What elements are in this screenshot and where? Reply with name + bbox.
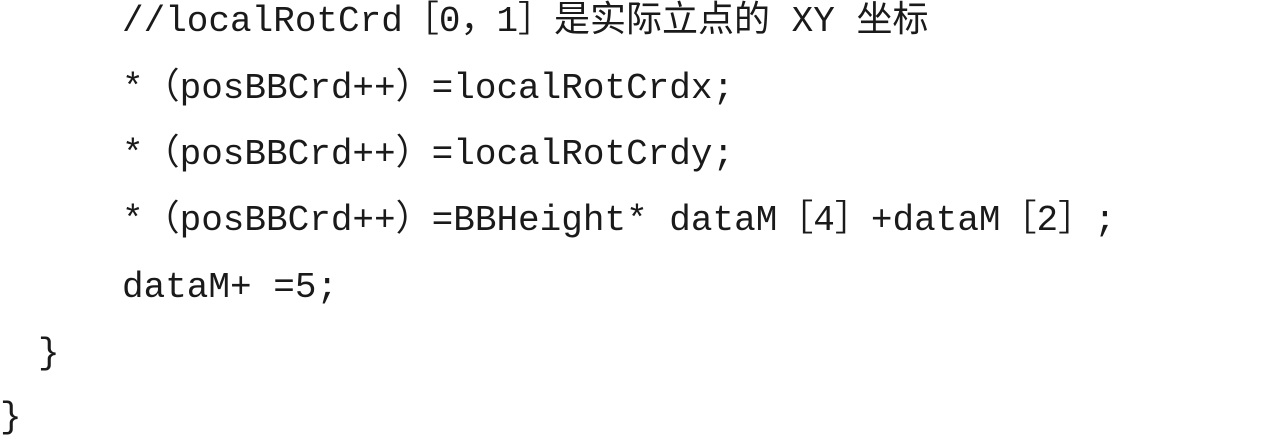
code-line-assign-x: *（posBBCrd++）=localRotCrdx; xyxy=(122,68,735,109)
code-closing-brace-outer: } xyxy=(0,397,22,438)
code-line-increment: dataM+ =5; xyxy=(122,267,339,308)
code-closing-brace-inner: } xyxy=(38,333,60,374)
code-comment-line: //localRotCrd［0，1］是实际立点的 XY 坐标 xyxy=(122,1,929,42)
code-line-assign-y: *（posBBCrd++）=localRotCrdy; xyxy=(122,134,735,175)
code-line-assign-height: *（posBBCrd++）=BBHeight* dataM［4］+dataM［2… xyxy=(122,200,1116,241)
